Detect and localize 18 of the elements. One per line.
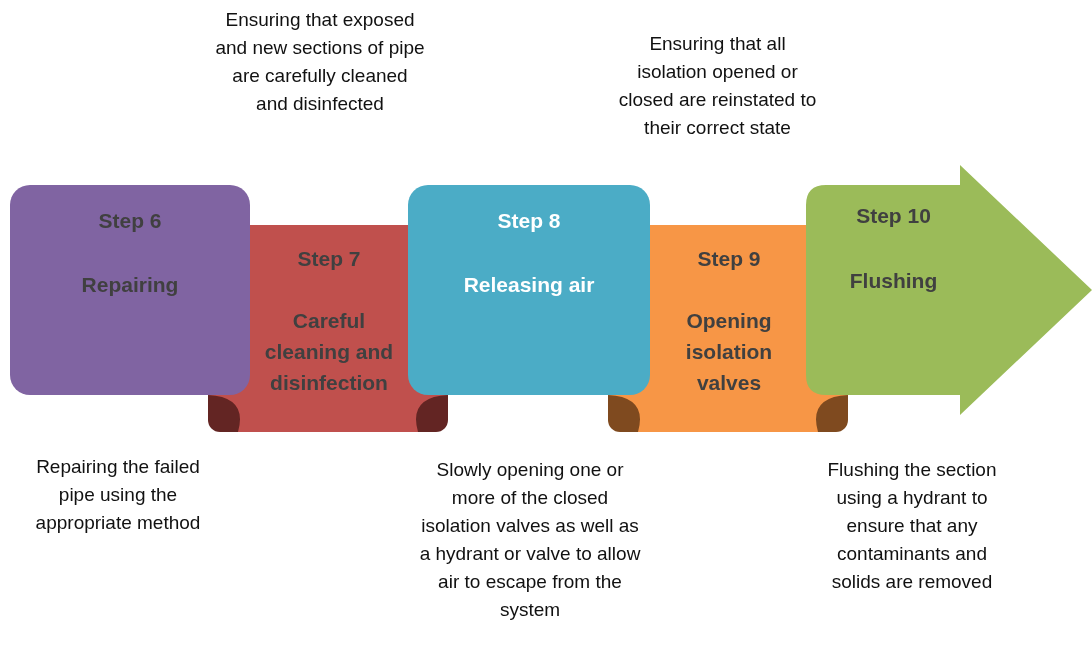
step-title: Releasing air: [462, 272, 596, 298]
step-title: Flushing: [848, 268, 939, 294]
step-arrow: [806, 165, 1092, 415]
step-description: Flushing the section using a hydrant to ensure that any contaminants and solids are removed: [826, 458, 998, 594]
step-number: Step 8: [496, 208, 562, 234]
step-description: Ensuring that exposed and new sections of pipe are carefully cleaned and disinfected: [215, 8, 425, 116]
step-description: Ensuring that all isolation opened or closed are reinstated to their correct state: [617, 32, 818, 140]
step-number: Step 7: [296, 246, 362, 272]
step-title: Careful cleaning and disinfection: [263, 308, 395, 396]
step-title: Repairing: [80, 272, 180, 298]
step-box: [408, 185, 650, 395]
step-description: Repairing the failed pipe using the appropriate method: [34, 455, 202, 535]
step-number: Step 10: [855, 203, 932, 229]
step-title: Opening isolation valves: [684, 308, 774, 396]
step-description: Slowly opening one or more of the closed isolation valves as well as a hydrant or valve to allow air to escape from the system: [418, 458, 642, 622]
step-number: Step 9: [696, 246, 762, 272]
step-box: [10, 185, 250, 395]
step-number: Step 6: [97, 208, 163, 234]
